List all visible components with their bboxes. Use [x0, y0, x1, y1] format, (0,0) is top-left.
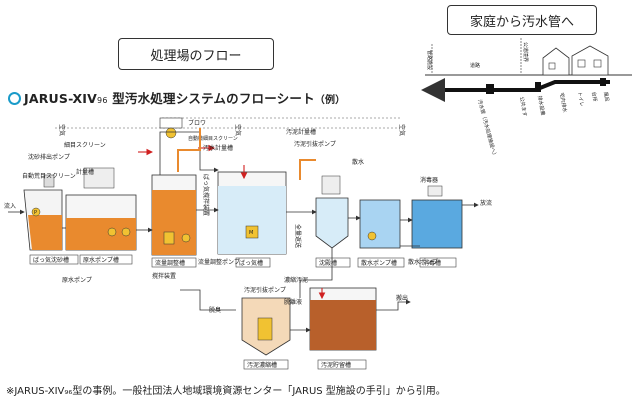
svg-text:P: P — [34, 210, 37, 216]
grit-tank: P ばっ気沈砂槽 — [23, 174, 79, 265]
home-sewer-illustration: 管路施設 公道境界 道路 汚水管（汚水処理施設へ） 公共ます 排水設備 宅内排水… — [421, 38, 632, 158]
air-label-1: 空気 — [58, 124, 66, 136]
air-label-2: 空気 — [234, 124, 242, 136]
blower-label: ブロワ — [188, 119, 206, 127]
title-sub: 96 — [97, 96, 108, 105]
flow-eq-tank-label: 流量調整槽 — [155, 259, 185, 267]
sludge-thicken-tank-label: 汚泥濃縮槽 — [247, 361, 277, 369]
raw-pump-label: 原水ポンプ — [62, 276, 92, 284]
air-label-3: 空気 — [398, 124, 406, 136]
disinfect-device-label: 消毒器 — [420, 176, 438, 184]
eq-pump-label: 流量調整ポンプ — [198, 258, 240, 266]
discharge-label: 放流 — [480, 199, 492, 207]
svg-text:M: M — [249, 230, 253, 236]
sludge-pipe — [177, 128, 316, 180]
aeration-device-label: ばっ気撹拌装置 — [202, 174, 210, 216]
street-label: 道路 — [470, 62, 480, 69]
sludge-thicken-tank: 汚泥濃縮槽 — [241, 297, 291, 370]
svg-text:宅内排水: 宅内排水 — [558, 92, 568, 113]
flowsheet-title: JARUS-XIV96 型汚水処理システムのフローシート（例） — [8, 88, 345, 107]
deodorization-label: 脱臭 — [209, 306, 221, 314]
sprinkler-tank-label: 散水ポンプ槽 — [361, 259, 397, 267]
svg-text:排水設備: 排水設備 — [536, 95, 546, 116]
disinfect-tank-label: 消毒槽 — [423, 259, 441, 267]
mixer-label: 撹拌装置 — [152, 272, 176, 280]
home-title-box: 家庭から汚水管へ — [447, 5, 597, 35]
aeration-tank-label: ばっ気槽 — [239, 259, 263, 267]
wastewater-meter-label: 汚水計量槽 — [203, 144, 233, 152]
blower: ブロワ 自動微細目スクリーン — [159, 117, 238, 142]
raw-pump-tank-label: 原水ポンプ槽 — [83, 256, 119, 264]
svg-text:汚水管（汚水処理施設へ）: 汚水管（汚水処理施設へ） — [476, 99, 498, 159]
svg-text:公共ます: 公共ます — [518, 96, 528, 117]
settling-tank-label: 沈殿槽 — [319, 259, 337, 267]
thicken-detach-label: 脱離液 — [284, 298, 302, 306]
home-labels: 汚水管（汚水処理施設へ） 公共ます 排水設備 宅内排水 トイレ 台所 風呂 — [476, 91, 610, 158]
air-lines — [138, 144, 326, 300]
title-rest: 型汚水処理システムのフローシート — [112, 91, 315, 106]
sprinkler-pump-label: 散水ポンプ — [408, 258, 438, 266]
circle-bullet-icon — [8, 92, 21, 105]
sewer-label: 管路施設 — [426, 50, 433, 70]
meter-tank-label: 計量槽 — [76, 168, 94, 176]
sprinkle-water-label: 散水 — [352, 158, 364, 166]
sludge-return-pump-label: 汚泥引抜ポンプ — [294, 140, 336, 148]
svg-text:トイレ: トイレ — [576, 91, 585, 107]
home-title: 家庭から汚水管へ — [469, 14, 574, 30]
sludge-pump-label: 汚泥引抜ポンプ — [244, 286, 286, 294]
house-2-icon — [571, 45, 609, 76]
title-prefix: JARUS-XIV — [24, 91, 98, 106]
aeration-tank: M ばっ気槽 — [217, 171, 287, 268]
flow-title: 処理場のフロー — [150, 48, 242, 64]
sludge-storage-tank-label: 汚泥貯留槽 — [321, 361, 351, 369]
raw-pump-tank: 原水ポンプ槽 — [65, 167, 137, 265]
sprinkler-tank: 散水ポンプ槽 — [357, 199, 405, 268]
settling-tank: 沈殿槽 — [315, 175, 351, 268]
house-1-icon — [542, 47, 570, 76]
svg-text:風呂: 風呂 — [602, 91, 610, 102]
fine-screen-label: 細目スクリーン — [64, 141, 106, 149]
house-line-label: 公道境界 — [522, 42, 529, 62]
svg-text:台所: 台所 — [590, 91, 599, 102]
inflow-label: 流入 — [4, 202, 16, 210]
footnote: ※JARUS-XIV₉₆型の事例。一般社団法人地域環境資源センター「JARUS … — [6, 386, 446, 397]
disinfect-tank: 消毒器 消毒槽 — [411, 176, 463, 268]
thickened-sludge-label: 濃縮汚泥 — [284, 276, 308, 284]
diagram-labels: 沈砂排出ポンプ 細目スクリーン 計量槽 自動荒目スクリーン 流入 原水ポンプ 流… — [4, 124, 492, 314]
sludge-out-label: 搬出 — [396, 294, 408, 302]
auto-fine-screen-label: 自動微細目スクリーン — [188, 135, 238, 142]
title-suffix: （例） — [314, 95, 346, 106]
flow-eq-tank: 流量調整槽 — [151, 174, 197, 268]
sand-pump-label: 沈砂排出ポンプ — [28, 153, 70, 161]
sludge-storage-tank: 汚泥貯留槽 — [309, 287, 377, 370]
flow-title-box: 処理場のフロー — [118, 38, 274, 70]
sludge-meter-label: 汚泥計量槽 — [286, 128, 316, 136]
auto-screen-label: 自動荒目スクリーン — [22, 172, 76, 180]
grit-tank-label: ばっ気沈砂槽 — [33, 256, 69, 264]
return-sludge-label: 全量返送 — [294, 224, 302, 248]
